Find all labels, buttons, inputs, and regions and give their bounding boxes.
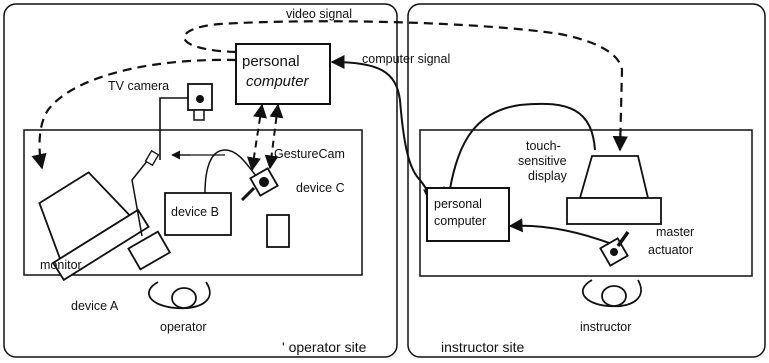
instructor-label: instructor [580,320,631,334]
device-b-cable [204,149,259,194]
video-signal-line [183,20,629,152]
device-b-box [164,192,232,236]
tv-camera-icon [187,83,213,121]
device-a-label: device A [71,299,119,313]
gesturecam-label: GestureCam [274,147,345,161]
instructor-pc-label-2: computer [434,214,486,228]
video-signal-label: video signal [286,7,352,21]
monitor-label: monitor [40,258,82,272]
operator-figure [148,281,211,310]
gesturecam-icon [249,167,279,197]
pc-to-gesturecam-line-2 [264,103,284,170]
operator-label: operator [160,320,207,334]
tv-camera-cable [159,97,188,160]
touch-display-label-1: touch- [526,139,561,153]
instructor-site-frame [407,3,766,358]
touch-display-label-3: display [528,169,568,183]
operator-site-label: ' operator site [282,339,367,355]
device-c-label: device C [296,181,345,195]
instructor-pc-label-1: personal [434,197,482,211]
actuator-to-pc-line [508,218,613,245]
instructor-table [419,129,753,277]
computer-signal-line-a [330,55,401,101]
computer-signal-line-b [399,99,437,204]
operator-site-frame [3,3,398,358]
pc-to-monitor-line [31,58,237,170]
device-a-icon [127,230,172,271]
operator-pc-box [235,43,331,105]
touch-display-icon [566,155,662,225]
master-actuator-label-1: master [656,225,694,239]
display-to-pc-line [443,102,596,202]
master-actuator-label-2: actuator [648,243,693,257]
touch-display-label-2: sensitive [518,154,567,168]
operator-table [23,129,363,276]
instructor-figure [581,279,642,308]
instructor-pc-box [426,187,510,242]
operator-pc-label-1: personal [242,53,300,70]
gesturecam-arm [240,186,256,202]
master-actuator-icon [599,237,629,267]
instructor-site-label: instructor site [441,339,524,355]
master-actuator-stick [616,230,630,248]
monitor-icon [38,171,150,282]
device-a-cable [131,159,149,237]
computer-signal-line [330,62,404,270]
device-b-label: device B [171,205,219,219]
computer-signal-label: computer signal [362,52,450,66]
device-c-box [266,214,290,248]
tv-camera-label: TV camera [108,79,169,93]
pc-to-gesturecam-line-1 [246,103,268,172]
plug-icon [144,149,160,167]
operator-pc-label-2: computer [246,73,310,90]
